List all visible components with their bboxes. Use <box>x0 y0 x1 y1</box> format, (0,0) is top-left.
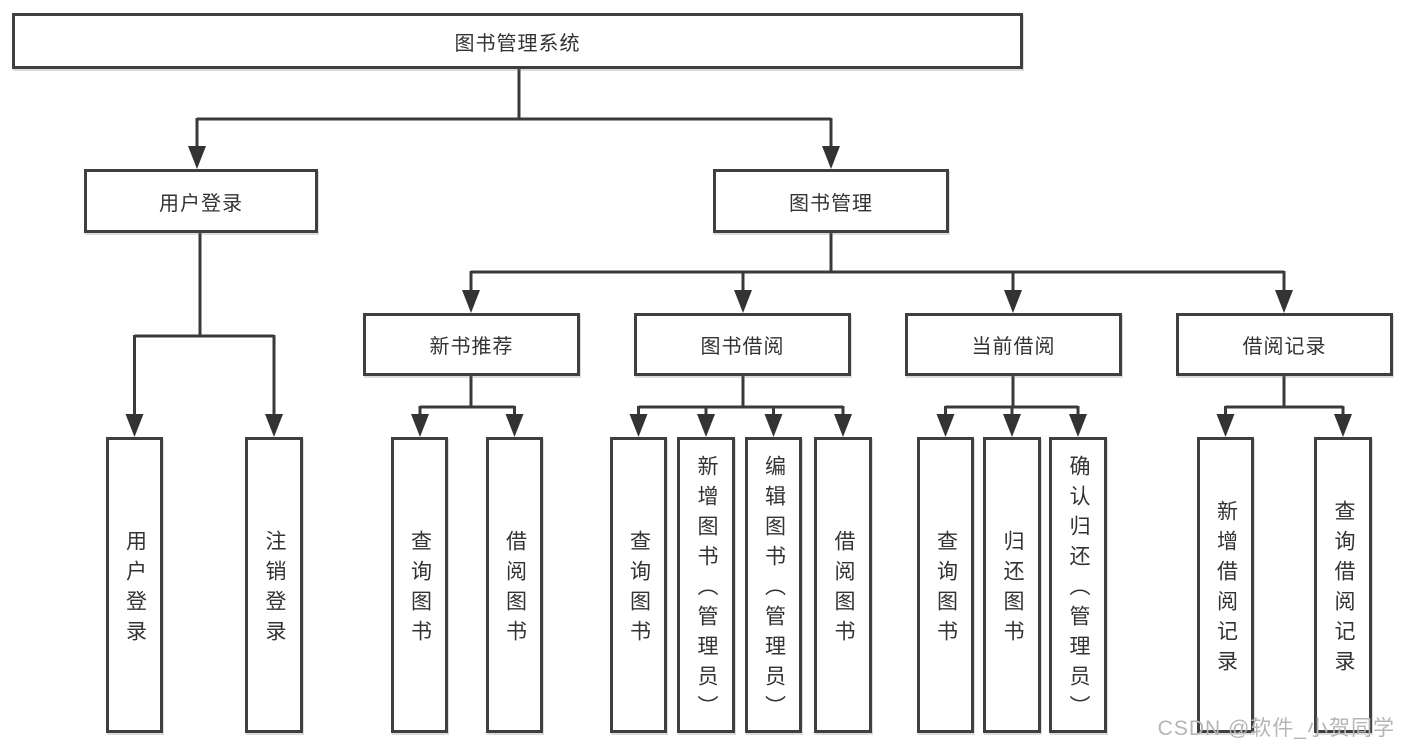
leaf-borrowing-edit-books: 编辑图书（管理员） <box>745 437 802 733</box>
leaf-records-add-record-label: 新增借阅记录 <box>1214 499 1238 680</box>
node-book-borrowing-label: 图书借阅 <box>700 336 785 358</box>
leaf-user-login-label: 用户登录 <box>123 529 147 650</box>
node-book-management: 图书管理 <box>713 169 949 233</box>
node-user-login-label: 用户登录 <box>159 192 243 215</box>
leaf-current-confirm-return: 确认归还（管理员） <box>1049 437 1107 733</box>
leaf-logout-label: 注销登录 <box>263 529 286 650</box>
leaf-borrowing-borrow-books-label: 借阅图书 <box>832 529 855 650</box>
leaf-current-confirm-return-label: 确认归还（管理员） <box>1067 454 1090 725</box>
node-book-borrowing: 图书借阅 <box>634 313 851 376</box>
node-current-borrowing: 当前借阅 <box>905 313 1122 376</box>
leaf-current-query-books-label: 查询图书 <box>934 529 958 650</box>
node-book-management-label: 图书管理 <box>789 192 873 215</box>
leaf-borrowing-add-books: 新增图书（管理员） <box>677 437 735 733</box>
leaf-borrowing-query-books: 查询图书 <box>610 437 667 733</box>
node-borrowing-records-label: 借阅记录 <box>1242 336 1327 358</box>
leaf-borrowing-query-books-label: 查询图书 <box>627 529 651 650</box>
csdn-watermark: CSDN @软件_小贺同学 <box>1157 717 1395 740</box>
node-new-book-recommend-label: 新书推荐 <box>429 336 514 358</box>
leaf-borrowing-add-books-label: 新增图书（管理员） <box>695 454 718 725</box>
node-root: 图书管理系统 <box>12 13 1023 69</box>
leaf-records-query-record-label: 查询借阅记录 <box>1332 499 1355 680</box>
leaf-current-return-books-label: 归还图书 <box>1001 529 1024 650</box>
node-new-book-recommend: 新书推荐 <box>363 313 580 376</box>
leaf-recommend-borrow-books: 借阅图书 <box>486 437 543 733</box>
leaf-user-login: 用户登录 <box>106 437 163 733</box>
leaf-recommend-query-books: 查询图书 <box>391 437 448 733</box>
leaf-borrowing-borrow-books: 借阅图书 <box>814 437 872 733</box>
node-current-borrowing-label: 当前借阅 <box>971 336 1056 358</box>
leaf-records-query-record: 查询借阅记录 <box>1314 437 1372 733</box>
node-root-label: 图书管理系统 <box>454 32 581 55</box>
leaf-logout: 注销登录 <box>245 437 303 733</box>
node-borrowing-records: 借阅记录 <box>1176 313 1393 376</box>
leaf-current-query-books: 查询图书 <box>917 437 974 733</box>
leaf-records-add-record: 新增借阅记录 <box>1197 437 1254 733</box>
leaf-borrowing-edit-books-label: 编辑图书（管理员） <box>762 454 786 725</box>
leaf-current-return-books: 归还图书 <box>983 437 1041 733</box>
leaf-recommend-query-books-label: 查询图书 <box>408 529 432 650</box>
node-user-login: 用户登录 <box>84 169 318 233</box>
leaf-recommend-borrow-books-label: 借阅图书 <box>503 529 527 650</box>
